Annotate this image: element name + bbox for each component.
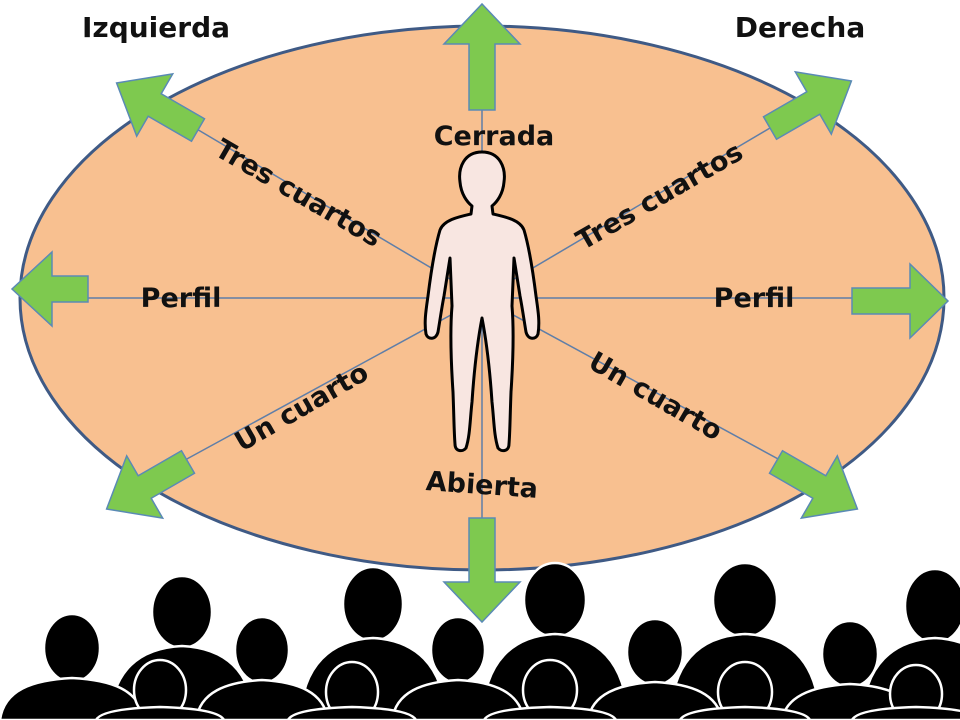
arrow-right-icon (851, 262, 950, 340)
corner-label-right: Derecha (735, 11, 865, 44)
label-closed: Cerrada (434, 121, 555, 152)
label-profile-right: Perfil (714, 283, 795, 314)
arrow-down-left-icon (105, 449, 196, 520)
person-figure-icon (423, 150, 541, 453)
arrow-up-left-icon (115, 72, 206, 143)
label-profile-left: Perfil (141, 283, 222, 314)
arrow-down-right-icon (768, 449, 859, 520)
arrow-left-icon (10, 250, 89, 328)
corner-label-left: Izquierda (82, 11, 230, 44)
arrows (10, 2, 950, 624)
arrow-up-right-icon (762, 70, 853, 141)
arrow-up-icon (442, 2, 522, 111)
arrow-down-icon (442, 517, 522, 624)
audience-silhouette-icon (0, 561, 960, 720)
